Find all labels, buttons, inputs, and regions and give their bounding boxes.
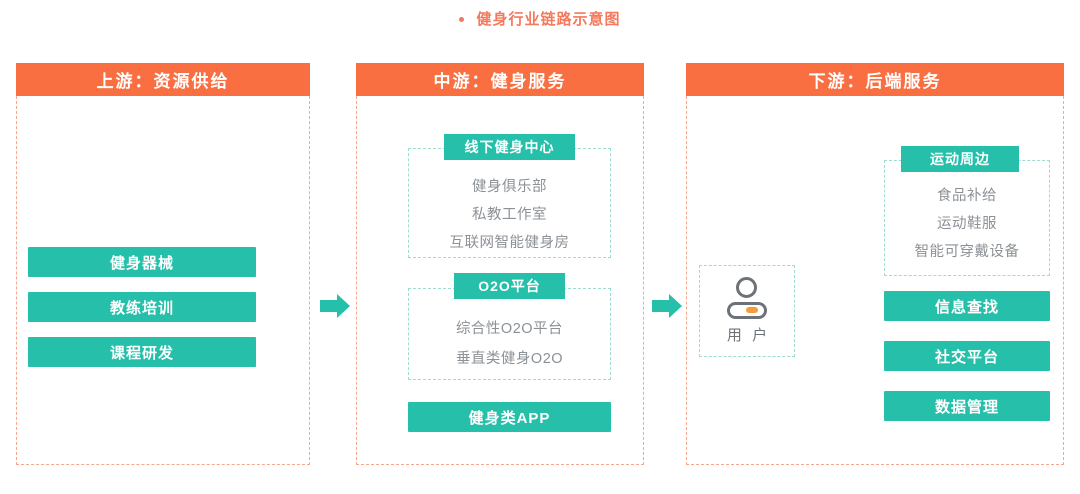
downstream-item-social-platform[interactable]: 社交平台 (884, 341, 1050, 371)
downstream-group-sports-peripherals-header[interactable]: 运动周边 (901, 146, 1019, 172)
midstream-group-o2o-platform: 综合性O2O平台 垂直类健身O2O (408, 288, 611, 380)
downstream-g1-item-0: 食品补给 (937, 188, 997, 204)
user-node[interactable]: 用 户 (699, 265, 795, 357)
downstream-g1-item-2: 智能可穿戴设备 (914, 244, 1020, 260)
column-midstream-header: 中游：健身服务 (356, 63, 644, 96)
column-upstream-body (16, 96, 310, 465)
user-head-shape (736, 277, 757, 298)
arrow-midstream-to-user (652, 294, 682, 318)
page-title: 健身行业链路示意图 (0, 12, 1080, 27)
midstream-g1-item-2: 互联网智能健身房 (449, 235, 570, 251)
midstream-group-offline-center: 健身俱乐部 私教工作室 互联网智能健身房 (408, 148, 611, 258)
midstream-group-o2o-platform-header[interactable]: O2O平台 (454, 273, 565, 299)
user-accent-bar (746, 307, 758, 313)
upstream-item-course-development[interactable]: 课程研发 (28, 337, 256, 367)
column-upstream-header: 上游：资源供给 (16, 63, 310, 96)
downstream-item-information-search[interactable]: 信息查找 (884, 291, 1050, 321)
upstream-item-coach-training[interactable]: 教练培训 (28, 292, 256, 322)
midstream-group-offline-center-header[interactable]: 线下健身中心 (444, 134, 575, 160)
downstream-g1-item-1: 运动鞋服 (937, 216, 997, 232)
midstream-g1-item-1: 私教工作室 (472, 207, 547, 223)
midstream-g2-item-0: 综合性O2O平台 (455, 321, 564, 337)
title-bullet-icon (459, 17, 465, 22)
midstream-item-fitness-app[interactable]: 健身类APP (408, 402, 611, 432)
upstream-item-fitness-equipment[interactable]: 健身器械 (28, 247, 256, 277)
downstream-group-sports-peripherals: 食品补给 运动鞋服 智能可穿戴设备 (884, 160, 1050, 276)
column-upstream: 上游：资源供给 (16, 63, 310, 465)
user-body-shape (727, 302, 767, 319)
midstream-g2-item-1: 垂直类健身O2O (455, 351, 564, 367)
column-downstream-header: 下游：后端服务 (686, 63, 1064, 96)
title-text: 健身行业链路示意图 (476, 11, 621, 28)
midstream-g1-item-0: 健身俱乐部 (472, 179, 547, 195)
arrow-upstream-to-midstream (320, 294, 350, 318)
user-node-label: 用 户 (726, 327, 771, 344)
user-person-icon (727, 277, 767, 321)
downstream-item-data-management[interactable]: 数据管理 (884, 391, 1050, 421)
